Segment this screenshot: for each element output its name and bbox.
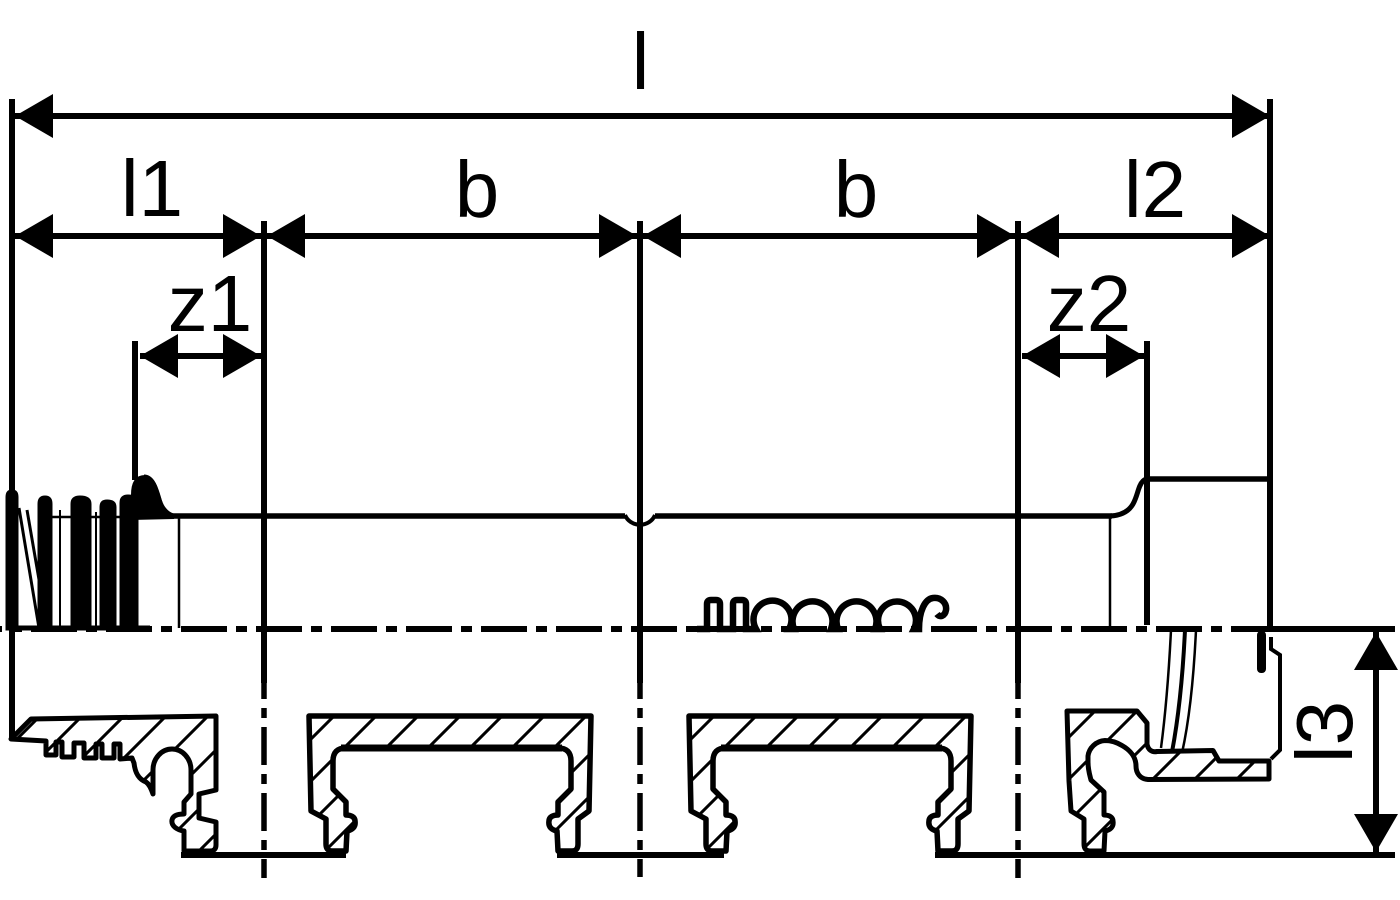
svg-text:l1: l1 [121, 144, 183, 233]
svg-text:b: b [834, 145, 879, 234]
svg-text:l: l [632, 17, 650, 106]
svg-text:l3: l3 [1280, 701, 1369, 763]
svg-text:b: b [455, 145, 500, 234]
svg-text:z2: z2 [1047, 259, 1132, 348]
svg-text:z1: z1 [168, 259, 253, 348]
svg-text:l2: l2 [1124, 145, 1186, 234]
